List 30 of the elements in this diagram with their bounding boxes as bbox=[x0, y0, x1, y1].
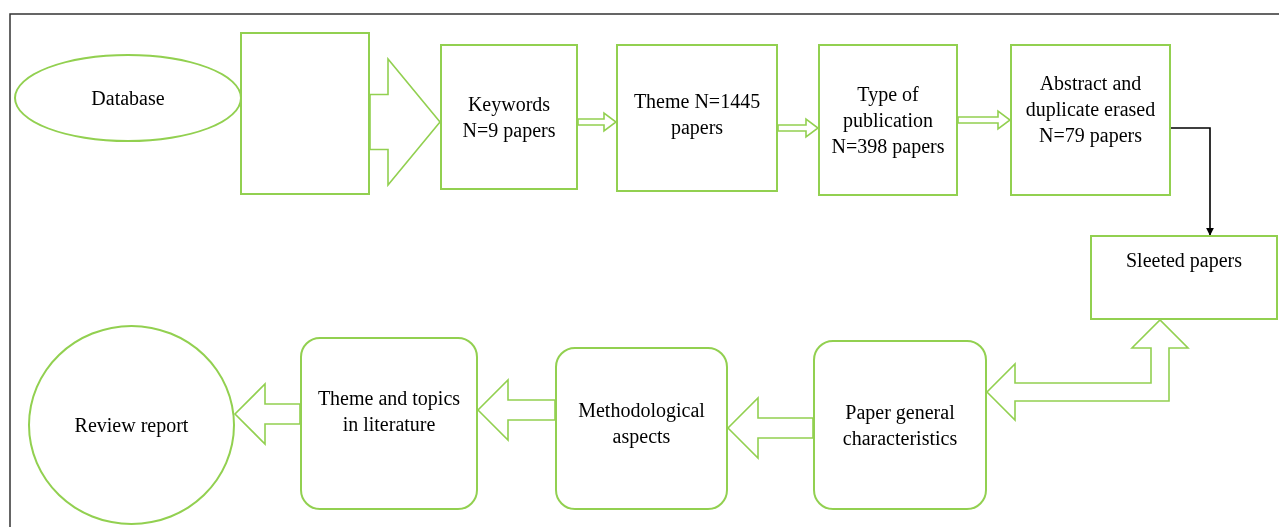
process-box bbox=[440, 44, 578, 190]
hollow-arrow bbox=[577, 111, 618, 133]
hollow-arrow bbox=[985, 318, 1190, 422]
node-label: Methodological aspects bbox=[577, 398, 706, 449]
node-label: Type of publication N=398 papers bbox=[830, 82, 946, 159]
hollow-arrow bbox=[233, 382, 301, 446]
node-label: Abstract and duplicate erased N=79 papers bbox=[1024, 71, 1157, 148]
node-label: Sleeted papers bbox=[1125, 248, 1243, 273]
node-label: Theme and topics in literature bbox=[316, 386, 462, 437]
node-label: Theme N=1445 papers bbox=[632, 89, 762, 140]
node-label: Paper general characteristics bbox=[841, 400, 959, 451]
hollow-arrow bbox=[369, 56, 442, 188]
rounded-box bbox=[555, 347, 728, 510]
rounded-box bbox=[813, 340, 987, 510]
ellipse-node bbox=[14, 54, 242, 142]
process-box bbox=[1090, 235, 1278, 320]
hollow-arrow bbox=[777, 117, 820, 139]
empty-box bbox=[240, 32, 370, 195]
circle-node bbox=[28, 325, 235, 525]
process-box bbox=[616, 44, 778, 192]
rounded-box bbox=[300, 337, 478, 510]
node-label: Keywords N=9 papers bbox=[461, 92, 557, 143]
hollow-arrow bbox=[726, 396, 814, 460]
node-label: Review report bbox=[74, 413, 189, 438]
arrow bbox=[1170, 127, 1214, 236]
hollow-arrow bbox=[957, 109, 1012, 131]
hollow-arrow bbox=[476, 378, 556, 442]
process-box bbox=[818, 44, 958, 196]
node-label: Database bbox=[91, 86, 165, 111]
process-box bbox=[1010, 44, 1171, 196]
